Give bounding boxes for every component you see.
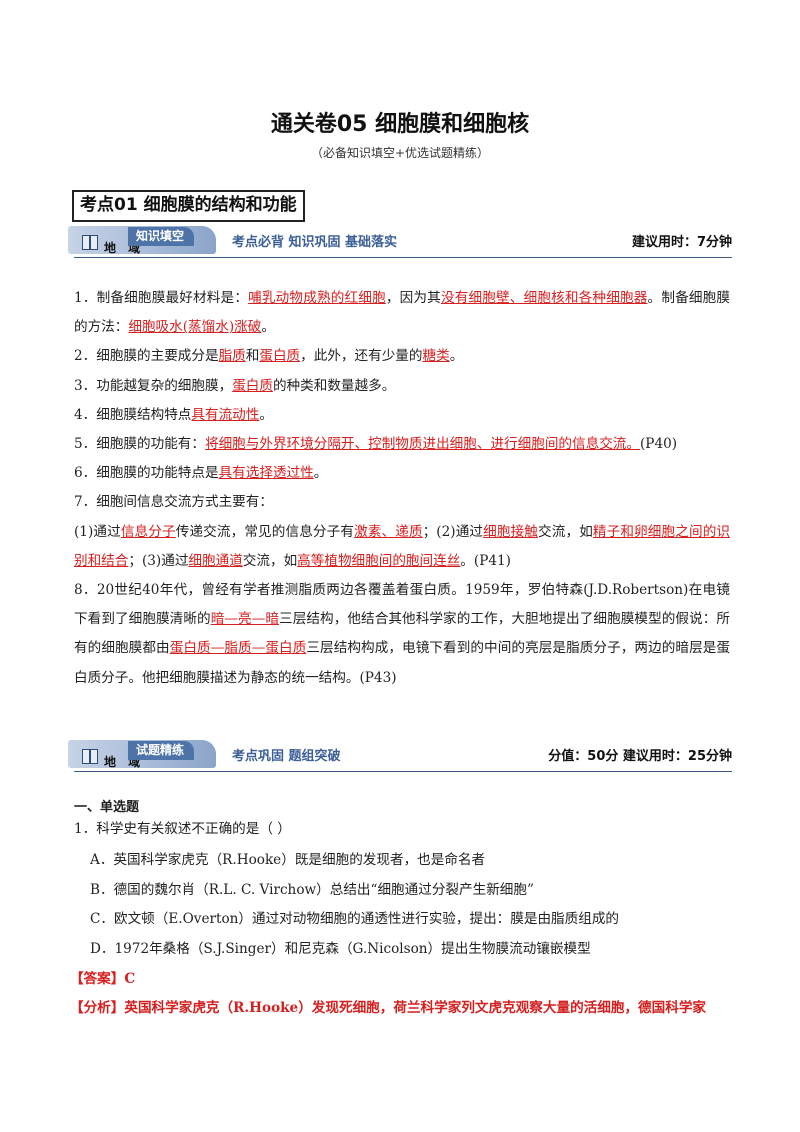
banner-motto: 考点必背 知识巩固 基础落实 <box>232 235 398 250</box>
answer-blank: 哺乳动物成熟的红细胞 <box>248 290 386 306</box>
answer-blank: 细胞通道 <box>188 552 243 569</box>
answer-blank: 暗—亮—暗 <box>210 611 280 628</box>
part-heading: 一、单选题 <box>74 800 140 815</box>
answer-line: 【答案】C <box>70 967 135 987</box>
banner-motto: 考点巩固 题组突破 <box>232 749 341 764</box>
answer-blank: 高等植物细胞间的胞间连丝 <box>297 552 461 569</box>
banner-tag: 试题精练 <box>128 741 195 760</box>
option-a: A．英国科学家虎克（R.Hooke）既是细胞的发现者，也是命名者 <box>90 852 486 868</box>
answer-blank: 细胞接触 <box>483 523 539 540</box>
option-b: B．德国的魏尔肖（R.L. C. Virchow）总结出“细胞通过分裂产生新细胞… <box>90 882 534 898</box>
answer-blank: 精子和卵细胞之间的识别和结合 <box>74 523 731 569</box>
answer-blank: 将细胞与外界环境分隔开、控制物质进出细胞、进行细胞间的信息交流。 <box>205 436 640 453</box>
book-icon <box>82 235 98 250</box>
item-1: 1．制备细胞膜最好材料是：哺乳动物成熟的红细胞，因为其没有细胞壁、细胞核和各种细… <box>74 290 731 336</box>
banner-rule <box>74 770 732 772</box>
option-d: D．1972年桑格（S.J.Singer）和尼克森（G.Nicolson）提出生… <box>90 941 591 957</box>
section-heading: 考点01 细胞膜的结构和功能 <box>72 190 305 222</box>
document-subtitle: （必备知识填空+优选试题精练） <box>310 146 490 160</box>
item-7-detail: (1)通过信息分子传递交流，常见的信息分子有激素、递质；(2)通过细胞接触交流，… <box>74 523 731 569</box>
item-3: 3．功能越复杂的细胞膜，蛋白质的种类和数量越多。 <box>74 377 396 394</box>
answer-blank: 糖类 <box>422 348 450 365</box>
item-2: 2．细胞膜的主要成分是脂质和蛋白质，此外，还有少量的糖类。 <box>74 348 464 365</box>
answer-blank: 信息分子 <box>120 523 176 540</box>
banner-time: 建议用时：7分钟 <box>631 235 732 250</box>
analysis-text: 英国科学家虎克（R.Hooke）发现死细胞，荷兰科学家列文虎克观察大量的活细胞，… <box>124 1000 707 1016</box>
document-title: 通关卷05 细胞膜和细胞核 <box>270 112 530 137</box>
answer-blank: 蛋白质—脂质—蛋白质 <box>169 640 307 657</box>
banner-rule <box>74 256 732 258</box>
item-4: 4．细胞膜结构特点具有流动性。 <box>74 406 273 423</box>
section-banner-practice: 地 域 试题精练 考点巩固 题组突破 分值：50分 建议用时：25分钟 <box>68 740 732 774</box>
answer-label: 【答案】 <box>70 971 125 987</box>
item-8: 8．20世纪40年代，曾经有学者推测脂质两边各覆盖着蛋白质。1959年，罗伯特森… <box>74 582 731 686</box>
banner-tag: 知识填空 <box>128 227 195 246</box>
analysis-label: 【分析】 <box>70 1000 125 1016</box>
book-icon <box>82 749 98 764</box>
option-c: C．欧文顿（E.Overton）通过对动物细胞的通透性进行实验，提出：膜是由脂质… <box>90 911 620 927</box>
analysis-line: 【分析】英国科学家虎克（R.Hooke）发现死细胞，荷兰科学家列文虎克观察大量的… <box>70 996 706 1016</box>
banner-score-time: 分值：50分 建议用时：25分钟 <box>548 749 732 764</box>
answer-blank: 激素、递质 <box>354 523 423 540</box>
answer-blank: 脂质 <box>218 348 246 365</box>
answer-value: C <box>124 971 136 987</box>
answer-blank: 细胞吸水(蒸馏水)涨破 <box>128 319 262 336</box>
answer-blank: 蛋白质 <box>232 377 273 394</box>
knowledge-items: 1．制备细胞膜最好材料是：哺乳动物成熟的红细胞，因为其没有细胞壁、细胞核和各种细… <box>74 284 730 693</box>
section-banner-knowledge: 地 域 知识填空 考点必背 知识巩固 基础落实 建议用时：7分钟 <box>68 226 732 260</box>
answer-blank: 蛋白质 <box>259 348 301 365</box>
answer-blank: 具有流动性 <box>191 406 260 423</box>
item-6: 6．细胞膜的功能特点是具有选择透过性。 <box>74 465 328 482</box>
item-7: 7．细胞间信息交流方式主要有： <box>74 494 273 511</box>
question-stem: 1．科学史有关叙述不正确的是（ ） <box>74 821 291 837</box>
answer-blank: 没有细胞壁、细胞核和各种细胞器 <box>440 290 648 306</box>
item-5: 5．细胞膜的功能有：将细胞与外界环境分隔开、控制物质进出细胞、进行细胞间的信息交… <box>74 436 678 453</box>
answer-blank: 具有选择透过性 <box>218 465 314 482</box>
question-block: 一、单选题 1．科学史有关叙述不正确的是（ ） A．英国科学家虎克（R.Hook… <box>70 796 734 1016</box>
